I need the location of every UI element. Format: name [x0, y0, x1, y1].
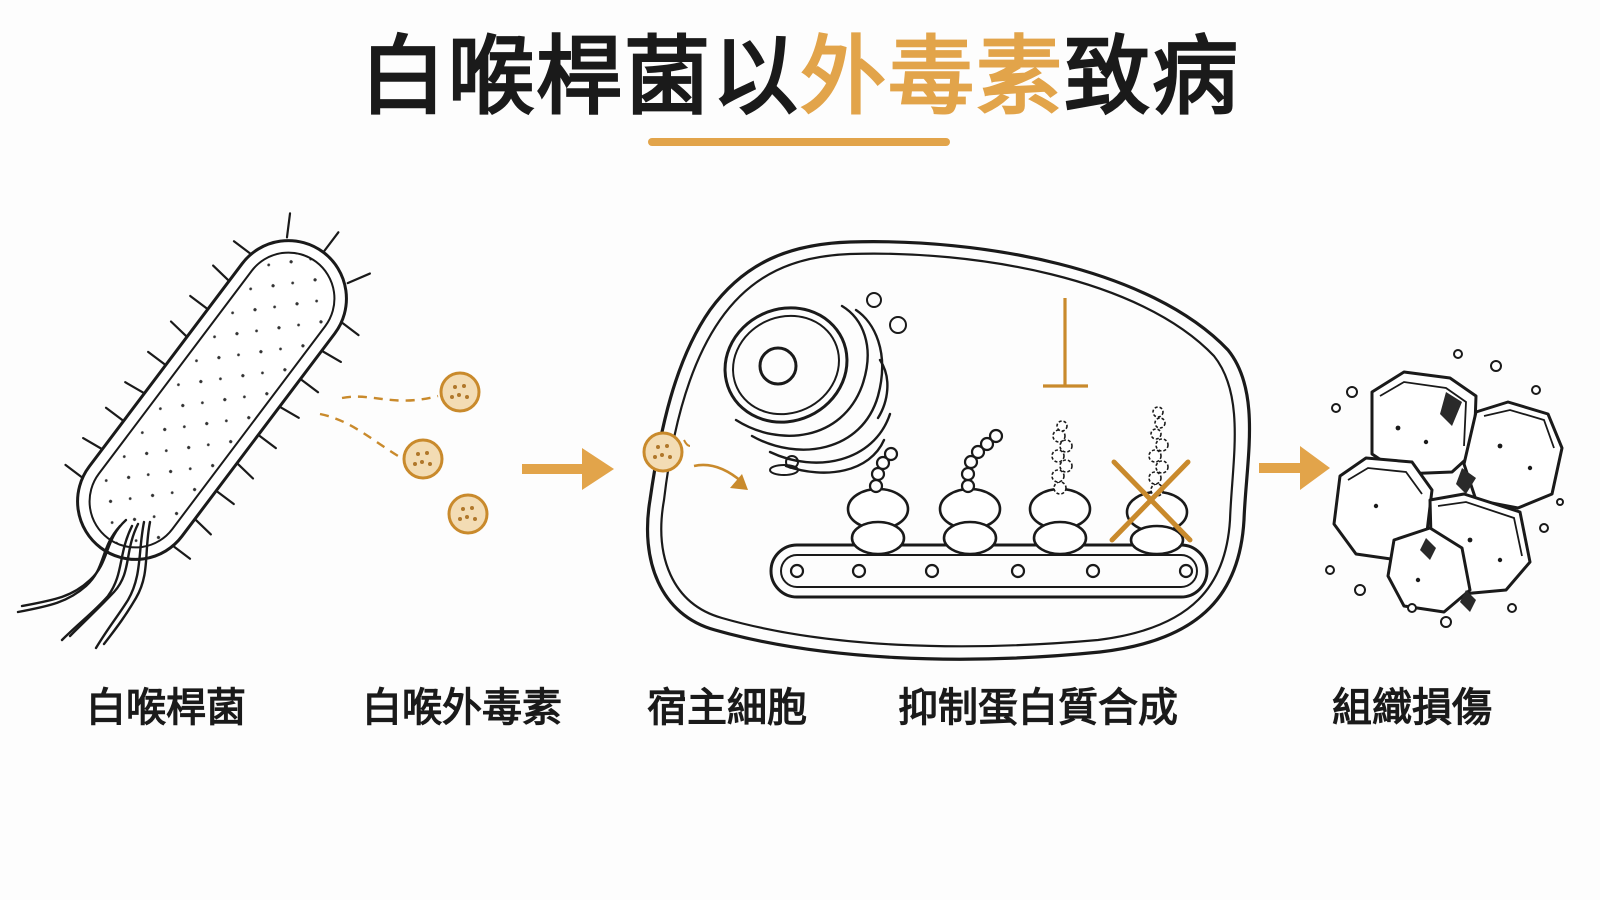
- host-cell-icon: [642, 240, 1252, 661]
- caption-inhibit-protein-synthesis: 抑制蛋白質合成: [898, 685, 1178, 731]
- title-part-2: 致病: [1064, 27, 1240, 127]
- arrow-right-icon: [1259, 446, 1330, 490]
- caption-host-cell: 宿主細胞: [647, 685, 807, 731]
- title-part-1: 白喉桿菌以: [360, 27, 800, 127]
- title-accent: 外毒素: [800, 27, 1064, 127]
- diagram-title: 白喉桿菌以外毒素致病: [0, 22, 1600, 132]
- toxin-particles-icon: [319, 371, 489, 535]
- arrow-right-icon: [522, 448, 614, 490]
- caption-bacterium: 白喉桿菌: [86, 685, 246, 731]
- bacterium-icon: [16, 212, 371, 650]
- caption-tissue-damage: 組織損傷: [1332, 685, 1492, 731]
- title-underline: [648, 138, 950, 146]
- damaged-tissue-icon: [1325, 349, 1564, 628]
- caption-exotoxin: 白喉外毒素: [362, 685, 562, 731]
